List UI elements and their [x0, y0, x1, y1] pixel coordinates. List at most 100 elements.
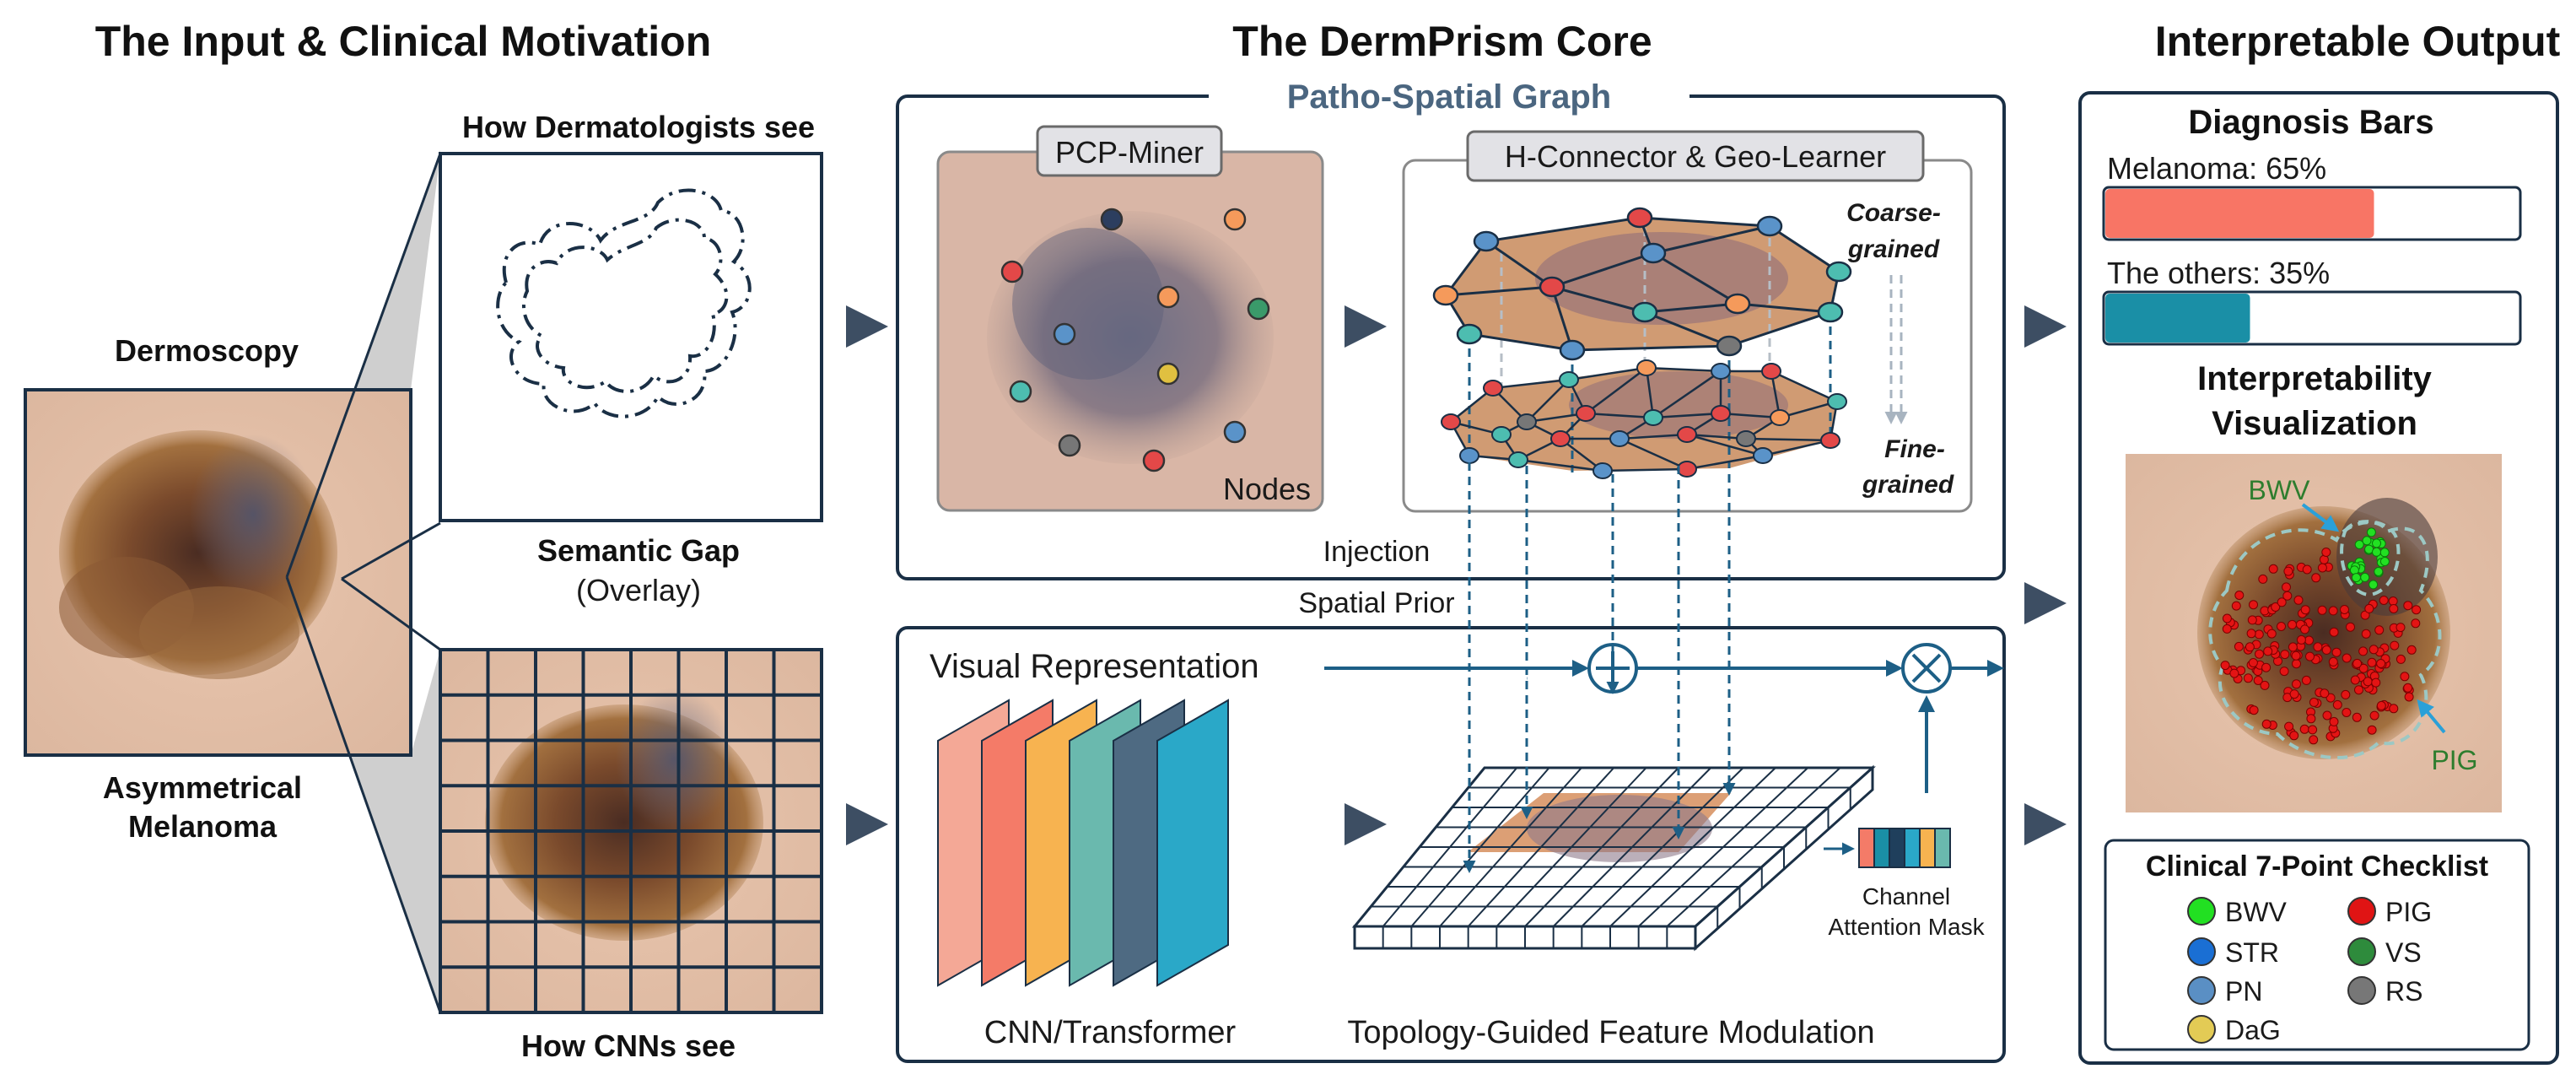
graph-edge	[1551, 285, 1646, 314]
pig-dot	[2390, 640, 2400, 650]
pig-dot	[2293, 595, 2304, 605]
visual-rep-label: Visual Representation	[930, 648, 1259, 685]
pig-dot	[2346, 622, 2355, 632]
pig-dot	[2352, 658, 2363, 668]
pn-dot-icon	[2187, 976, 2216, 1005]
bwv-dot	[2354, 540, 2364, 549]
graph-node	[1677, 426, 1697, 443]
graph-node	[1640, 242, 1667, 264]
pig-dot	[2231, 601, 2241, 611]
pig-dot	[2309, 697, 2319, 707]
pig-dot	[2249, 600, 2258, 610]
dag-dot-icon	[2187, 1015, 2216, 1044]
pig-dot	[2282, 582, 2291, 592]
dermoscopy-image	[24, 388, 412, 757]
pig-dot	[2306, 714, 2316, 724]
pig-dot	[2325, 693, 2336, 703]
checklist-str: STR	[2225, 937, 2279, 968]
viz-pig-label: PIG	[2431, 745, 2477, 775]
str-dot-icon	[2187, 937, 2216, 966]
graph-edge	[1517, 458, 1603, 472]
pig-dot	[2288, 642, 2298, 652]
pig-dot	[2255, 649, 2264, 659]
bwv-dot	[2352, 573, 2361, 583]
pig-dot	[2266, 629, 2277, 639]
pig-dot	[2361, 629, 2371, 639]
pig-dot	[2277, 597, 2287, 607]
graph-edge	[1770, 370, 1838, 403]
arrow-backbone-to-modulation	[1345, 803, 1387, 845]
pig-dot	[2282, 591, 2293, 601]
node-dot	[1142, 449, 1166, 472]
pig-dot	[2367, 725, 2377, 735]
pig-dot	[2304, 635, 2314, 645]
interpretability-image: BWV PIG	[2126, 454, 2502, 812]
pig-dot	[2280, 650, 2290, 660]
graph-edge	[1639, 216, 1770, 228]
bwv-dot	[2372, 538, 2381, 548]
graph-node	[1761, 363, 1781, 380]
pig-dot	[2268, 564, 2278, 574]
zoom-line-bottom	[285, 576, 442, 1013]
arrow-to-visualization	[2024, 582, 2067, 624]
bwv-dot	[2362, 536, 2372, 546]
feature-slab	[1351, 764, 1876, 952]
checklist-pig: PIG	[2385, 897, 2432, 927]
pig-dot	[2321, 548, 2331, 557]
pig-dot	[2369, 710, 2379, 721]
pig-dot	[2234, 591, 2245, 600]
pig-dot	[2300, 605, 2310, 615]
graph-node	[1716, 335, 1743, 357]
viz-title-line1: Interpretability	[2197, 360, 2433, 397]
mask-label-line2: Attention Mask	[1828, 914, 1985, 940]
viz-title-line2: Visualization	[2212, 405, 2417, 442]
graph-node	[1483, 380, 1503, 397]
pig-dot	[2379, 596, 2389, 605]
backbone-label: CNN/Transformer	[984, 1015, 1237, 1050]
pig-dot	[2395, 623, 2406, 633]
pig-dot	[2341, 689, 2351, 699]
graph-edge	[1686, 454, 1764, 471]
pig-dot	[2406, 645, 2417, 655]
fine-label-line2: grained	[1862, 471, 1954, 499]
graph-edge	[1571, 344, 1730, 352]
graph-edge	[1492, 378, 1570, 390]
pig-dot	[2371, 677, 2381, 688]
pig-dot	[2354, 685, 2363, 695]
node-dot	[1009, 380, 1032, 403]
pig-dot	[2331, 647, 2342, 657]
bwv-dot	[2372, 547, 2381, 557]
vs-dot-icon	[2347, 937, 2376, 966]
header-right: Interpretable Output	[2155, 18, 2561, 65]
fine-label-line1: Fine-	[1884, 435, 1945, 463]
bwv-dot-icon	[2187, 897, 2216, 926]
gap-label: Semantic Gap	[537, 533, 740, 568]
pig-dot	[2342, 653, 2352, 663]
hierarchy-connectors	[1468, 312, 1832, 472]
pig-dot	[2329, 627, 2339, 637]
arrow-to-checklist	[2024, 803, 2067, 845]
pig-dot	[2222, 613, 2232, 623]
pig-dot	[2261, 662, 2272, 672]
pig-dot	[2322, 710, 2332, 721]
pig-dot	[2248, 658, 2258, 667]
lesion-outline-outer	[496, 188, 752, 418]
node-dot	[1000, 260, 1024, 283]
pig-dot	[2317, 605, 2327, 615]
graph-edge	[1745, 437, 1831, 442]
pig-dot	[2358, 663, 2369, 673]
pig-dot	[2350, 675, 2360, 685]
pig-dot	[2403, 683, 2413, 693]
gap-line-top	[341, 521, 441, 580]
node-dot	[1100, 208, 1124, 231]
graph-node	[1432, 284, 1459, 306]
pig-dot	[2301, 675, 2311, 685]
graph-node	[1817, 301, 1844, 323]
pig-dot	[2389, 704, 2399, 714]
pig-dot	[2376, 700, 2386, 710]
cnn-view-label: How CNNs see	[521, 1028, 736, 1063]
channel-attention-mask	[1858, 828, 1951, 868]
graph-node	[1756, 215, 1783, 237]
graph-edge	[1485, 216, 1641, 243]
